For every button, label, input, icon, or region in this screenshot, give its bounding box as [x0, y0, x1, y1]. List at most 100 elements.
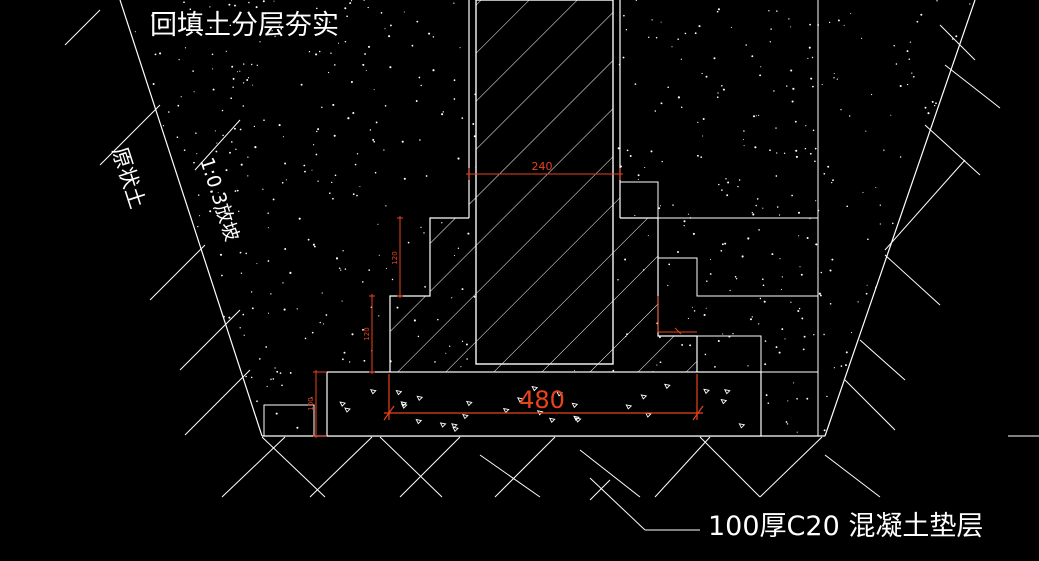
speckle-dot — [321, 292, 323, 294]
speckle-dot — [651, 19, 653, 21]
speckle-dot — [969, 207, 972, 210]
speckle-dot — [351, 333, 354, 336]
speckle-dot — [329, 192, 331, 194]
speckle-dot — [898, 348, 900, 350]
speckle-dot — [869, 385, 872, 388]
speckle-dot — [916, 20, 919, 23]
speckle-dot — [811, 56, 814, 59]
speckle-dot — [316, 130, 318, 133]
speckle-dot — [164, 383, 166, 385]
speckle-dot — [709, 273, 712, 275]
speckle-dot — [762, 284, 765, 287]
speckle-dot — [776, 152, 778, 154]
speckle-dot — [418, 76, 421, 79]
speckle-dot — [936, 0, 938, 2]
speckle-dot — [752, 115, 756, 118]
speckle-dot — [790, 69, 793, 72]
speckle-dot — [687, 317, 689, 320]
speckle-dot — [183, 149, 186, 151]
speckle-dot — [374, 171, 377, 174]
speckle-dot — [709, 258, 712, 260]
speckle-dot — [155, 297, 158, 300]
speckle-dot — [775, 175, 778, 177]
speckle-dot — [239, 327, 241, 329]
cushion-leader — [589, 477, 700, 531]
speckle-dot — [899, 156, 902, 158]
speckle-dot — [263, 119, 265, 121]
aggregate-mark — [531, 385, 539, 392]
aggregate-mark — [465, 400, 473, 407]
speckle-dot — [362, 328, 364, 331]
speckle-dot — [779, 258, 781, 260]
speckle-dot — [803, 335, 806, 338]
speckle-dot — [154, 53, 157, 56]
speckle-dot — [751, 211, 753, 214]
speckle-dot — [660, 21, 662, 23]
speckle-dot — [159, 290, 162, 292]
speckle-dot — [237, 71, 238, 73]
speckle-dot — [274, 35, 276, 37]
speckle-dot — [323, 323, 325, 325]
speckle-dot — [192, 335, 194, 337]
speckle-dot — [247, 175, 249, 177]
speckle-dot — [749, 318, 753, 321]
speckle-dot — [927, 112, 930, 115]
backfill-label: 回填土分层夯实 — [150, 10, 339, 41]
speckle-dot — [819, 294, 822, 297]
speckle-dot — [622, 56, 625, 59]
speckle-dot — [369, 129, 372, 131]
speckle-dot — [163, 160, 166, 162]
aggregate-mark — [452, 426, 459, 433]
speckle-dot — [892, 222, 894, 225]
speckle-dot — [879, 204, 881, 206]
speckle-dot — [265, 346, 268, 348]
speckle-dot — [969, 3, 971, 5]
speckle-dot — [193, 91, 195, 93]
speckle-dot — [311, 169, 313, 171]
speckle-dot — [256, 263, 258, 265]
speckle-dot — [218, 212, 221, 215]
speckle-dot — [687, 213, 689, 215]
speckle-dot — [931, 172, 934, 174]
speckle-dot — [726, 194, 729, 197]
speckle-dot — [968, 324, 971, 327]
speckle-dot — [144, 158, 147, 160]
speckle-dot — [256, 400, 258, 403]
aggregate-mark — [573, 415, 580, 422]
speckle-dot — [319, 321, 321, 324]
speckle-dot — [932, 349, 935, 351]
speckle-dot — [814, 160, 816, 163]
speckle-dot — [952, 67, 954, 70]
speckle-dot — [195, 132, 197, 134]
speckle-dot — [197, 254, 199, 257]
speckle-dot — [158, 27, 161, 30]
speckle-dot — [296, 308, 298, 310]
speckle-dot — [716, 10, 719, 13]
native-soil-label: 原状土 — [107, 144, 149, 211]
speckle-dot — [796, 431, 798, 433]
speckle-dot — [741, 255, 744, 258]
speckle-dot — [318, 50, 321, 53]
speckle-dot — [841, 415, 844, 417]
dimension-step-upper — [397, 216, 403, 298]
speckle-dot — [828, 428, 830, 430]
speckle-dot — [918, 166, 921, 169]
speckle-dot — [696, 154, 699, 157]
speckle-dot — [828, 21, 831, 24]
speckle-dot — [209, 26, 212, 29]
speckle-dot — [311, 397, 313, 398]
speckle-dot — [798, 235, 800, 237]
speckle-dot — [617, 147, 620, 150]
speckle-dot — [388, 35, 391, 38]
speckle-dot — [826, 395, 828, 398]
speckle-dot — [871, 93, 873, 96]
speckle-dot — [918, 276, 922, 279]
speckle-dot — [818, 292, 821, 295]
speckle-dot — [165, 216, 168, 218]
speckle-dot — [233, 127, 236, 130]
dimension-cushion-thickness-text: 100 — [307, 397, 315, 410]
speckle-dot — [702, 118, 705, 120]
dimension-step-lower-text: 120 — [363, 327, 371, 340]
speckle-dot — [154, 395, 157, 398]
speckle-dot — [193, 161, 195, 164]
